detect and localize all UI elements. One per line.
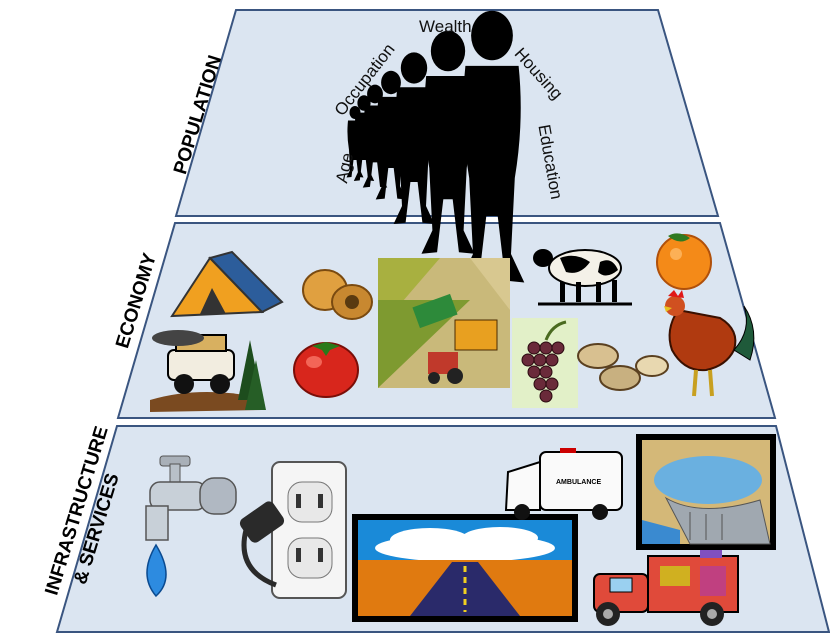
- jeep-icon: [150, 330, 266, 412]
- people-silhouettes-icon: [346, 10, 525, 283]
- utility-truck-icon: [593, 550, 739, 626]
- nuts-icon: [577, 343, 669, 391]
- cow-icon: [533, 249, 632, 306]
- tent-icon: [170, 250, 284, 318]
- water-tap-icon: [145, 455, 237, 598]
- population-wealth-label: Wealth: [419, 17, 472, 36]
- harvest-field-icon: [378, 258, 510, 388]
- ambulance-icon: AMBULANCE: [504, 448, 623, 520]
- rooster-icon: [664, 290, 755, 397]
- bread-icon: [302, 269, 373, 320]
- dam-reservoir-icon: [636, 434, 776, 550]
- orange-icon: [656, 233, 712, 290]
- grapes-icon: [512, 318, 578, 408]
- power-outlet-icon: [239, 461, 347, 599]
- tomato-icon: [293, 342, 359, 398]
- ambulance-text: AMBULANCE: [556, 479, 601, 486]
- road-icon: [352, 514, 578, 622]
